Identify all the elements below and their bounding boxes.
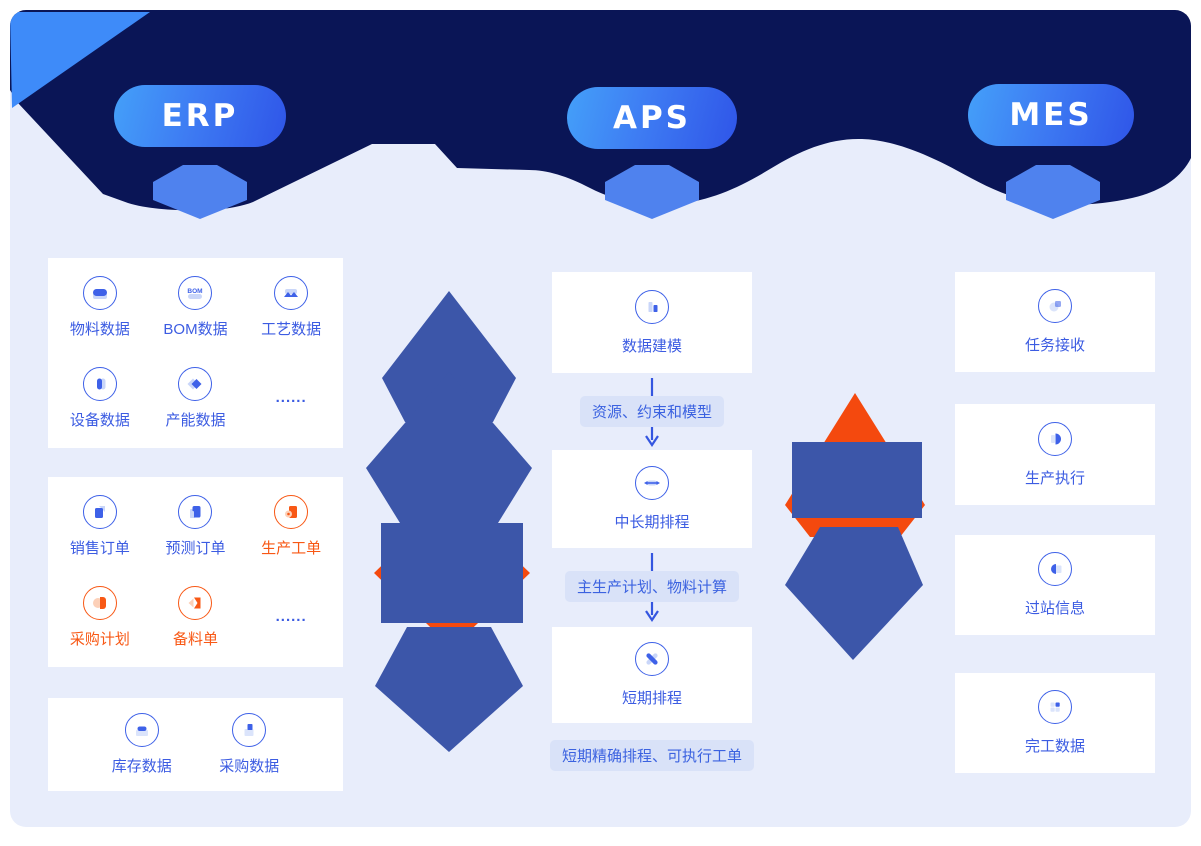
task-receive-icon xyxy=(1038,289,1072,323)
erp-pill: ERP xyxy=(114,85,286,147)
item-label: 采购数据 xyxy=(219,758,280,775)
step-label: 完工数据 xyxy=(1024,738,1085,755)
midterm-scheduling-icon xyxy=(635,466,669,500)
list-item: 库存数据 xyxy=(88,713,196,776)
list-item: 销售订单 xyxy=(52,495,148,558)
material-icon xyxy=(82,276,117,310)
equipment-icon xyxy=(82,367,117,401)
list-item: 生产工单 xyxy=(243,495,339,558)
connector-blue-rect xyxy=(381,523,523,623)
erp-stock-data-card: 库存数据 采购数据 xyxy=(48,698,343,791)
mes-pill: MES xyxy=(968,84,1134,146)
connector-blue-rect xyxy=(792,442,922,518)
erp-master-data-card: 物料数据 BOM BOM数据 工艺数据 设备数据 xyxy=(48,258,343,448)
mes-pill-label: MES xyxy=(1009,97,1093,133)
list-item: 工艺数据 xyxy=(243,276,339,339)
svg-text:BOM: BOM xyxy=(188,288,203,295)
item-label: 设备数据 xyxy=(69,412,130,429)
list-item: 物料数据 xyxy=(52,276,148,339)
mes-step-card: 生产执行 xyxy=(955,404,1155,505)
aps-pill-label: APS xyxy=(612,100,692,136)
procurement-icon xyxy=(232,713,267,747)
list-item: BOM BOM数据 xyxy=(148,276,244,339)
purchase-plan-icon xyxy=(82,586,117,620)
mes-step-card: 过站信息 xyxy=(955,535,1155,635)
bom-icon: BOM xyxy=(178,276,213,310)
aps-step-card: 数据建模 xyxy=(552,272,752,373)
connector-blue-diamond xyxy=(375,627,523,752)
item-label: 采购计划 xyxy=(69,631,130,648)
step-label: 任务接收 xyxy=(1024,337,1085,354)
item-label: 工艺数据 xyxy=(261,321,322,338)
material-prep-icon xyxy=(178,586,213,620)
production-exec-icon xyxy=(1038,421,1072,456)
station-info-icon xyxy=(1038,552,1072,586)
list-item: 产能数据 xyxy=(148,367,244,430)
item-label: 备料单 xyxy=(172,631,218,648)
forecast-order-icon xyxy=(178,495,213,529)
list-item: 备料单 xyxy=(148,586,244,649)
flow-chip: 主生产计划、物料计算 xyxy=(564,571,740,602)
sales-order-icon xyxy=(82,495,117,529)
erp-pill-label: ERP xyxy=(161,98,239,134)
mes-step-card: 完工数据 xyxy=(955,673,1155,773)
process-icon xyxy=(274,276,309,310)
aps-mes-connector xyxy=(785,393,925,660)
item-label: 销售订单 xyxy=(69,540,130,557)
production-order-icon xyxy=(274,495,309,529)
diagram-canvas: ERP APS MES 物料数据 xyxy=(10,10,1191,827)
step-label: 生产执行 xyxy=(1024,469,1085,487)
erp-aps-connector xyxy=(366,291,532,752)
erp-order-data-card: 销售订单 预测订单 生产工单 采购计划 xyxy=(48,477,343,667)
connector-orange-triangle xyxy=(785,393,925,537)
connector-blue-diamond xyxy=(785,527,923,660)
data-modeling-icon xyxy=(635,289,669,324)
step-label: 过站信息 xyxy=(1024,600,1085,617)
list-item: 预测订单 xyxy=(148,495,244,558)
aps-down-blob xyxy=(605,165,699,219)
flow-chip: 资源、约束和模型 xyxy=(579,396,725,427)
item-label: 预测订单 xyxy=(165,540,226,557)
completion-data-icon xyxy=(1038,690,1072,724)
list-item: 采购数据 xyxy=(196,713,304,776)
item-label: 生产工单 xyxy=(261,540,322,557)
flow-chip: 短期精确排程、可执行工单 xyxy=(549,740,755,771)
item-label: 物料数据 xyxy=(69,321,130,338)
capacity-icon xyxy=(178,367,213,401)
mes-down-blob xyxy=(1006,165,1100,219)
connector-orange-diamond xyxy=(374,498,530,648)
ellipsis-item: ...... xyxy=(275,607,307,625)
ellipsis-item: ...... xyxy=(275,388,307,406)
shortterm-scheduling-icon xyxy=(635,642,669,676)
connector-tree-tier2 xyxy=(366,372,532,523)
step-label: 短期排程 xyxy=(621,690,682,707)
inventory-icon xyxy=(124,713,159,747)
connector-tree-tier1 xyxy=(382,291,516,422)
aps-step-card: 中长期排程 xyxy=(552,450,752,548)
mes-step-card: 任务接收 xyxy=(955,272,1155,372)
item-label: 产能数据 xyxy=(165,412,226,429)
aps-pill: APS xyxy=(567,87,737,149)
aps-step-card: 短期排程 xyxy=(552,627,752,723)
item-label: BOM数据 xyxy=(163,321,228,338)
step-label: 数据建模 xyxy=(621,337,682,355)
list-item: 采购计划 xyxy=(52,586,148,649)
item-label: 库存数据 xyxy=(111,758,172,775)
step-label: 中长期排程 xyxy=(614,514,690,531)
erp-down-blob xyxy=(153,165,247,219)
list-item: 设备数据 xyxy=(52,367,148,430)
